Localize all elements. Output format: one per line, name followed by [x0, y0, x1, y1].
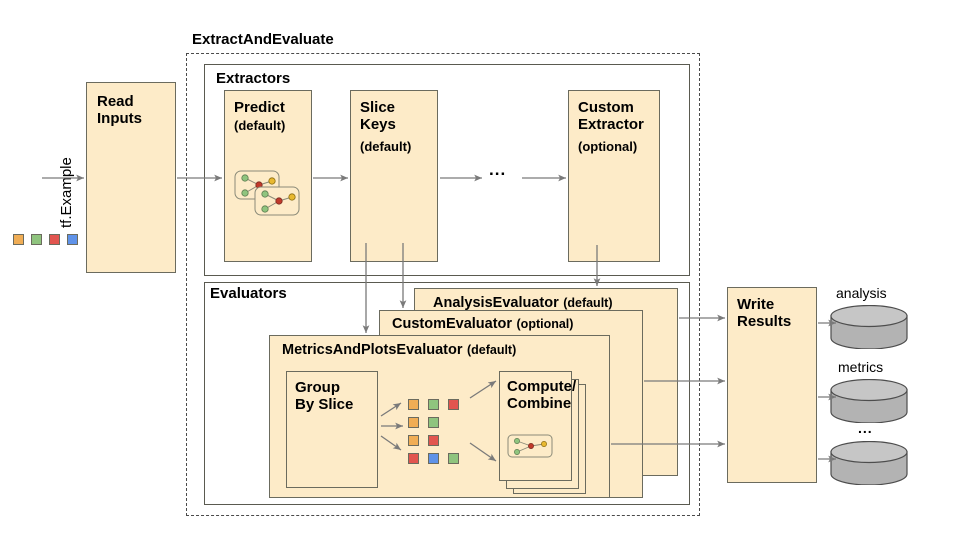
- node-predict[interactable]: Predict (default): [224, 90, 312, 262]
- edge-chips-to-compute-combine-top: [469, 380, 497, 399]
- store-cylinder-analysis[interactable]: [830, 305, 908, 349]
- node-slice-keys-sublabel: (default): [360, 139, 412, 154]
- chip-green: [428, 399, 439, 410]
- group-extract-and-evaluate: [186, 53, 700, 516]
- chip-orange: [408, 399, 419, 410]
- edge-group-by-slice-to-chips-3: [380, 435, 402, 451]
- node-write-results-label: Write Results: [737, 296, 792, 331]
- store-cylinder-more[interactable]: [830, 441, 908, 485]
- node-write-results[interactable]: Write Results: [727, 287, 817, 483]
- graph-icon: [507, 434, 553, 458]
- node-predict-sublabel: (default): [234, 118, 286, 133]
- chip-red: [448, 399, 459, 410]
- node-metrics-and-plots-evaluator[interactable]: MetricsAndPlotsEvaluator (default) Group…: [269, 335, 610, 498]
- node-compute-combine-label: Compute/ Combine: [507, 378, 577, 413]
- node-metrics-and-plots-evaluator-label: MetricsAndPlotsEvaluator: [282, 342, 463, 358]
- store-label-metrics: metrics: [838, 359, 884, 375]
- edge-chips-to-compute-combine-bottom: [469, 442, 497, 462]
- store-label-analysis: analysis: [836, 285, 887, 301]
- node-read-inputs-label: Read Inputs: [97, 93, 142, 128]
- graph-icon: [234, 170, 300, 216]
- chip-blue: [428, 453, 439, 464]
- node-analysis-evaluator-sublabel: (default): [563, 296, 613, 310]
- group-label-extract-and-evaluate: ExtractAndEvaluate: [192, 31, 334, 48]
- group-label-evaluators: Evaluators: [210, 285, 287, 302]
- node-custom-extractor[interactable]: Custom Extractor (optional): [568, 90, 660, 262]
- edge-group-by-slice-to-chips-1: [380, 402, 402, 417]
- node-group-by-slice[interactable]: Group By Slice: [286, 371, 378, 488]
- chip-red: [428, 435, 439, 446]
- node-analysis-evaluator-label: AnalysisEvaluator: [433, 295, 559, 311]
- node-custom-extractor-label: Custom Extractor: [578, 99, 644, 134]
- node-group-by-slice-label: Group By Slice: [295, 379, 354, 414]
- chip-red: [408, 453, 419, 464]
- node-read-inputs[interactable]: Read Inputs: [86, 82, 176, 273]
- chip-orange: [408, 417, 419, 428]
- chip-blue: [67, 234, 78, 245]
- node-predict-label: Predict: [234, 99, 285, 116]
- node-slice-keys[interactable]: Slice Keys (default): [350, 90, 438, 262]
- group-label-extractors: Extractors: [216, 70, 291, 87]
- chip-red: [49, 234, 60, 245]
- store-cylinder-metrics[interactable]: [830, 379, 908, 423]
- chip-orange: [408, 435, 419, 446]
- store-label-more: ...: [858, 420, 873, 436]
- node-metrics-and-plots-evaluator-sublabel: (default): [466, 343, 517, 357]
- node-slice-keys-label: Slice Keys: [360, 99, 396, 134]
- node-custom-evaluator-sublabel: (optional): [516, 317, 574, 331]
- node-compute-combine[interactable]: Compute/ Combine: [499, 371, 576, 481]
- chip-orange: [13, 234, 24, 245]
- chip-green: [448, 453, 459, 464]
- node-custom-extractor-sublabel: (optional): [578, 139, 638, 154]
- node-custom-evaluator-label: CustomEvaluator: [392, 316, 513, 332]
- extractor-ellipsis: ...: [489, 160, 507, 179]
- chip-green: [31, 234, 42, 245]
- chip-green: [428, 417, 439, 428]
